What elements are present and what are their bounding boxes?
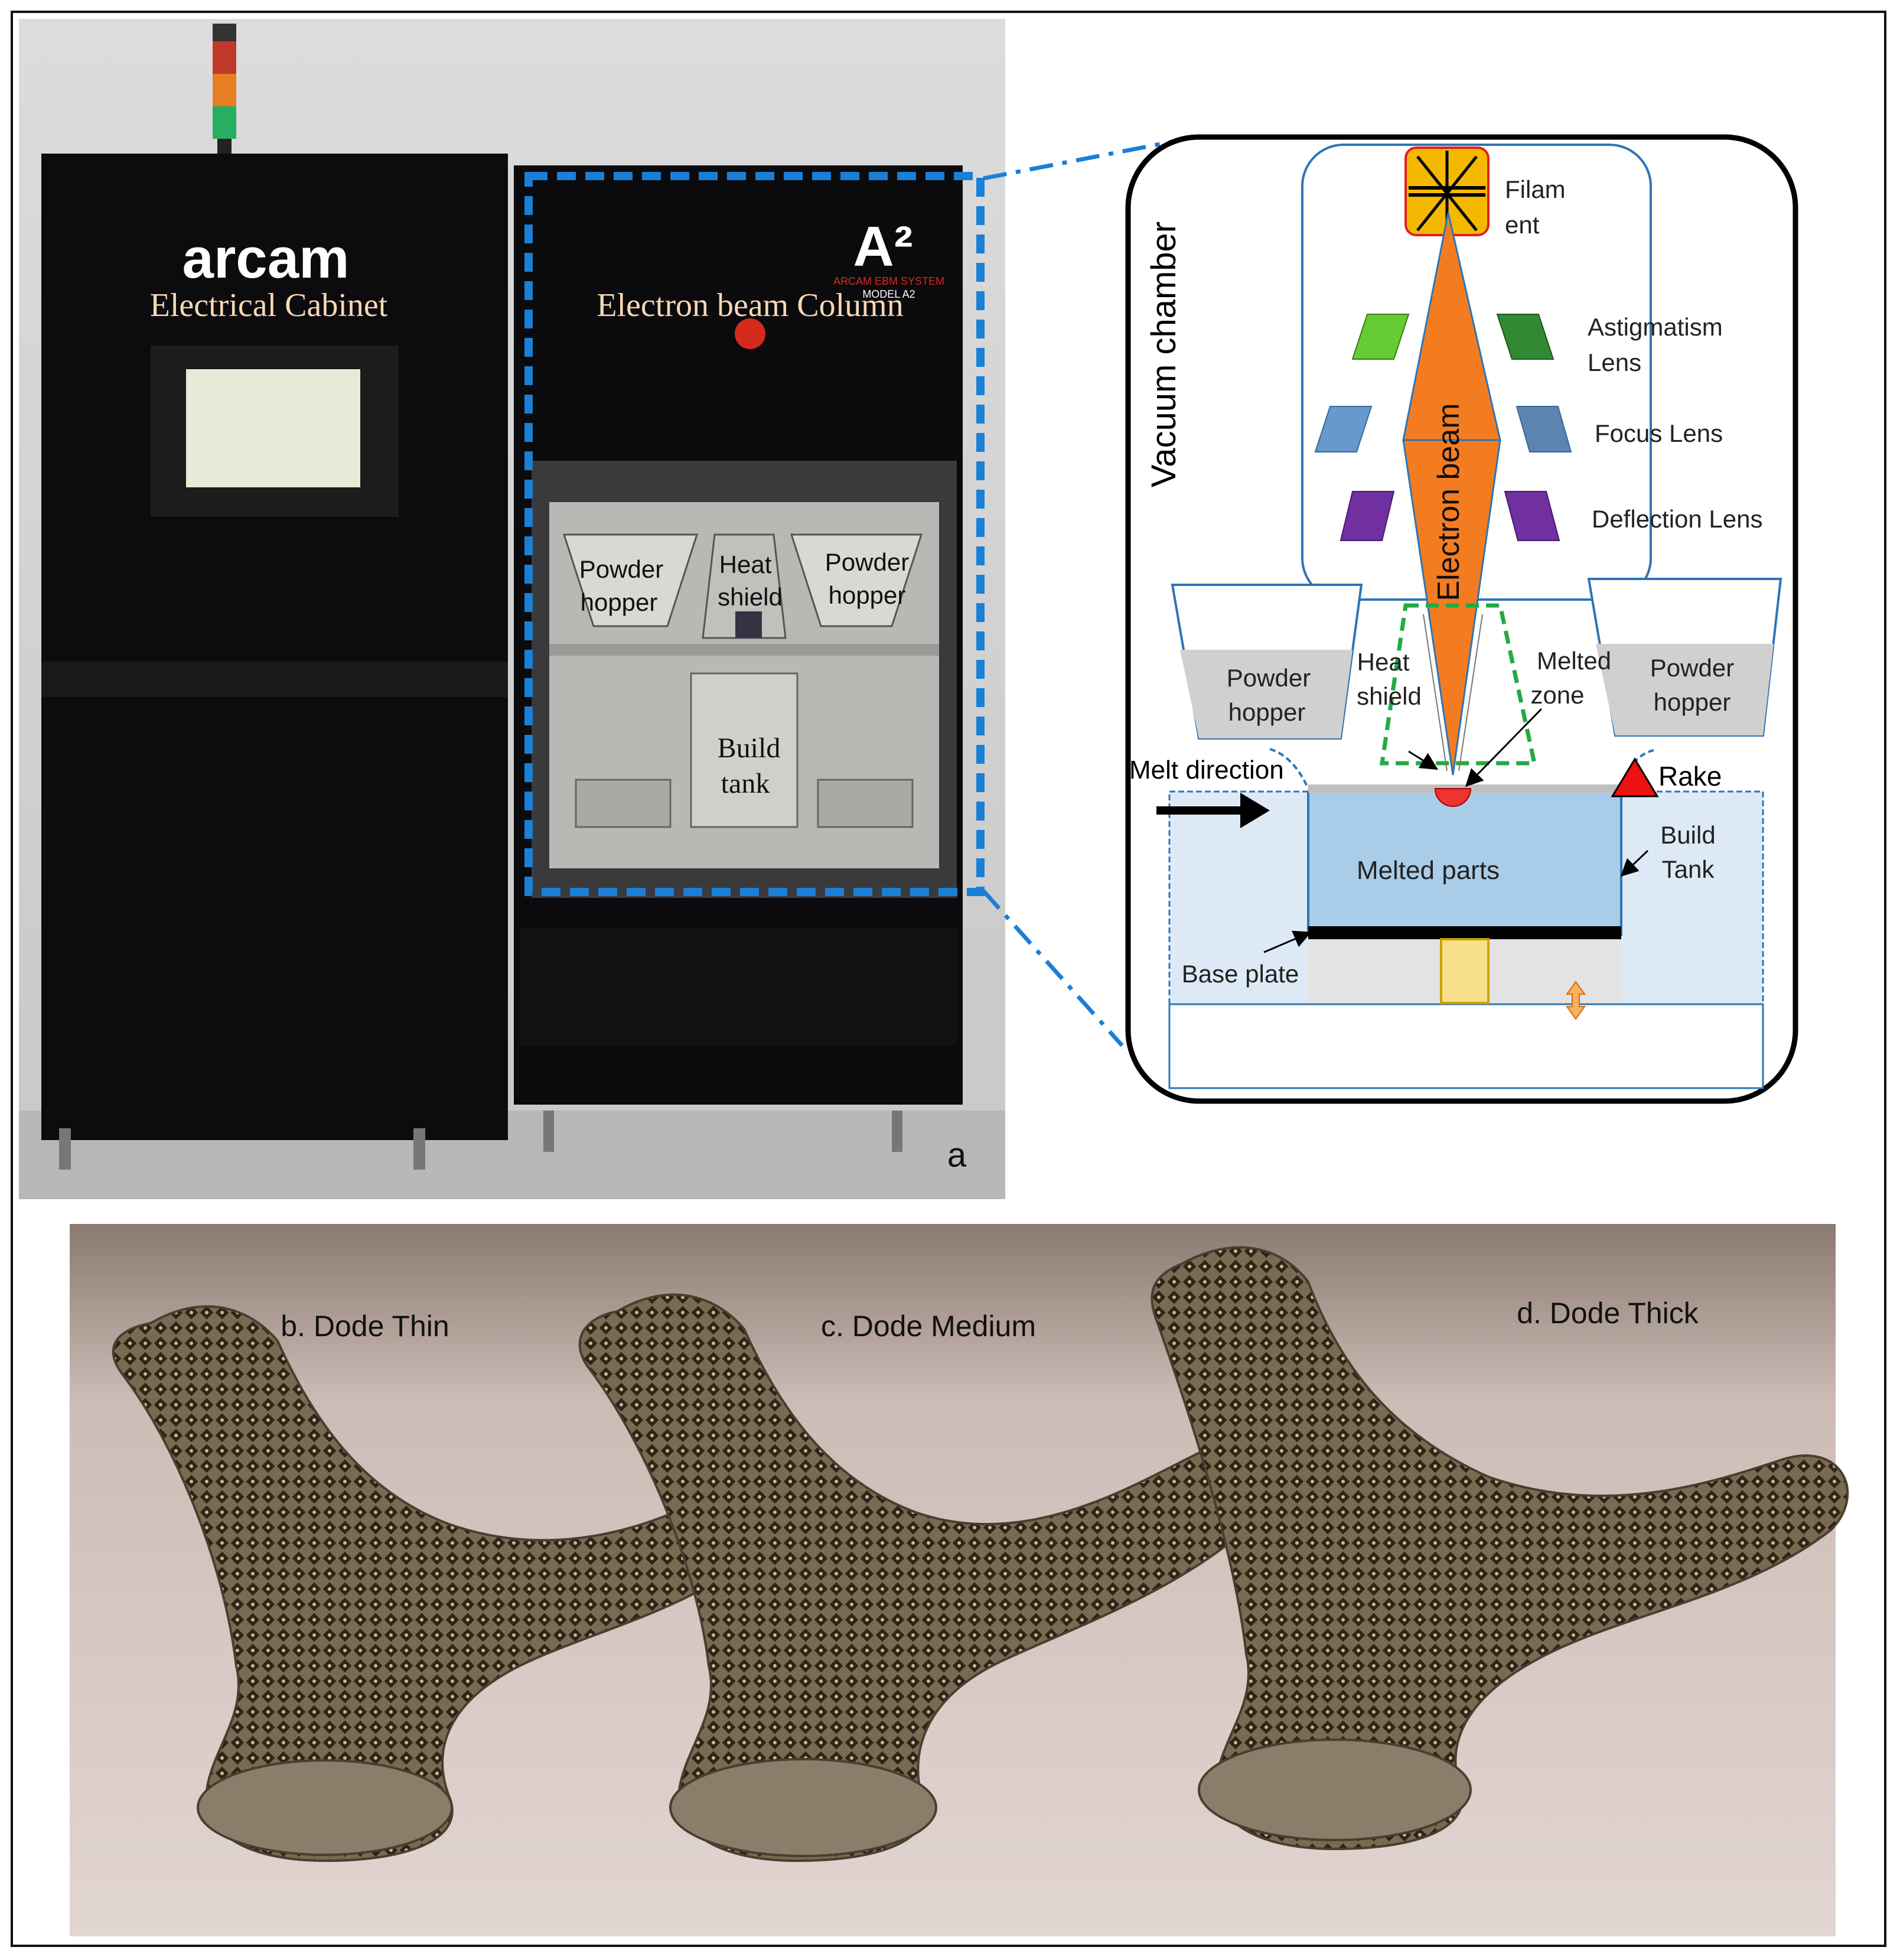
base-plate-label: Base plate (1182, 960, 1299, 988)
schematic-diagram (1125, 134, 1798, 1104)
panel-a-label: a (947, 1136, 967, 1174)
zoom-connector-bottom (982, 889, 1124, 1047)
astigmatism-label-line2: Lens (1588, 349, 1641, 376)
signal-light-tower-icon (213, 24, 236, 157)
rake-label: Rake (1658, 761, 1722, 792)
astigmatism-lens-right-icon (1496, 314, 1554, 360)
photo-heat-shield-line2: shield (718, 583, 783, 611)
emergency-stop-icon (735, 318, 765, 349)
filament-label-line2: ent (1505, 211, 1540, 239)
melted-zone-icon (1434, 788, 1472, 807)
melted-zone-label-line1: Melted (1537, 647, 1611, 675)
heat-shield-shape (702, 533, 787, 639)
melted-parts-block (1307, 790, 1622, 936)
hopper-left-shape (562, 533, 699, 627)
electron-beam-label: Electron beam (1432, 403, 1466, 601)
implant-photo (70, 1224, 1849, 1936)
photo-build-tank-line1: Build (718, 732, 781, 764)
label-dode-medium: c. Dode Medium (821, 1310, 1036, 1343)
photo-build-tank-line2: tank (721, 768, 770, 799)
photo-hopper-right-line1: Powder (825, 548, 909, 576)
machine-photo: arcam A² ARCAM EBM SYSTEM MODEL A2 (19, 19, 1005, 1199)
schematic-hopper-right-line2: hopper (1654, 688, 1731, 716)
electrical-cabinet-label: Electrical Cabinet (150, 287, 388, 324)
build-tank-label-line1: Build (1660, 821, 1715, 849)
label-dode-thick: d. Dode Thick (1517, 1297, 1699, 1330)
piston-rod (1440, 938, 1490, 1004)
melted-zone-label-line2: zone (1530, 681, 1584, 709)
photo-hopper-left-line1: Powder (579, 555, 663, 583)
label-dode-thin: b. Dode Thin (281, 1310, 449, 1343)
build-tank-label-line2: Tank (1662, 855, 1715, 883)
astigmatism-lens-left-icon (1351, 314, 1410, 360)
selection-box (524, 172, 985, 896)
electron-beam-column-label: Electron beam Column (597, 287, 903, 324)
base-plate-bar (1308, 926, 1621, 939)
focus-lens-left-icon (1314, 406, 1373, 452)
photo-hopper-left-line2: hopper (581, 588, 658, 616)
electrical-cabinet (41, 154, 508, 1140)
model-badge-sub2: MODEL A2 (862, 288, 915, 300)
model-badge-sub1: ARCAM EBM SYSTEM (833, 275, 944, 287)
schematic-heat-shield-line1: Heat (1357, 648, 1410, 676)
vacuum-chamber-label: Vacuum chamber (1145, 222, 1183, 487)
rake-icon (1611, 757, 1659, 797)
focus-lens-right-icon (1516, 406, 1572, 452)
heat-shield-outline (1379, 603, 1537, 766)
zoom-connector-top (983, 138, 1179, 181)
arcam-logo: arcam (182, 227, 350, 290)
model-badge: A² (853, 215, 912, 278)
filament-label-line1: Filam (1505, 175, 1566, 203)
melt-direction-label: Melt direction (1129, 756, 1284, 784)
photo-hopper-right-line2: hopper (829, 581, 906, 609)
schematic-hopper-right-line1: Powder (1650, 654, 1734, 682)
schematic-heat-shield-line2: shield (1357, 682, 1422, 710)
lower-chamber (1168, 1003, 1764, 1089)
build-tank-shape (690, 672, 799, 828)
deflection-lens-right-icon (1504, 491, 1560, 541)
deflection-lens-left-icon (1340, 491, 1395, 541)
focus-lens-label: Focus Lens (1595, 419, 1723, 447)
melted-parts-label: Melted parts (1357, 856, 1500, 885)
astigmatism-label-line1: Astigmatism (1588, 313, 1723, 341)
figure-border (11, 11, 1886, 1947)
implant-thin (112, 1305, 784, 1863)
deflection-lens-label: Deflection Lens (1592, 505, 1763, 533)
schematic-hopper-left-line1: Powder (1227, 664, 1311, 692)
up-down-arrow-icon (1566, 981, 1586, 1020)
cabinet-screen (186, 369, 360, 487)
implant-medium (578, 1293, 1284, 1863)
hopper-right-shape (790, 533, 923, 627)
cabinet-shelf (41, 662, 508, 697)
schematic-hopper-left-line2: hopper (1228, 698, 1306, 726)
implant-thick (1151, 1246, 1849, 1851)
photo-heat-shield-line1: Heat (719, 551, 772, 578)
